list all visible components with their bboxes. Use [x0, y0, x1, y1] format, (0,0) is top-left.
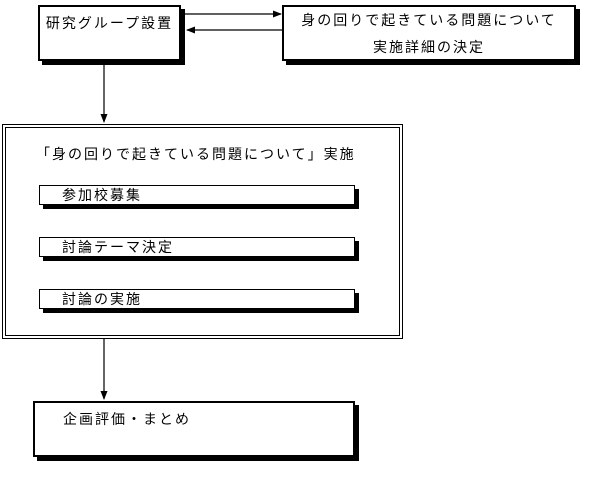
node-problem-details-label-line1: 身の回りで起きている問題について [301, 13, 557, 29]
node-implementation-container: 「身の回りで起きている問題について」実施 参加校募集 討論テーマ決定 討論の実施 [2, 124, 403, 339]
node-research-group-setup-label: 研究グループ設置 [45, 16, 174, 32]
step-label: 討論テーマ決定 [62, 240, 174, 256]
node-step-discussion-implementation: 討論の実施 [39, 289, 355, 309]
node-step-participant-school-recruitment: 参加校募集 [39, 185, 355, 205]
implementation-container-title: 「身の回りで起きている問題について」実施 [36, 147, 356, 163]
node-plan-evaluation-summary-label: 企画評価・まとめ [63, 412, 191, 428]
step-label: 参加校募集 [62, 188, 142, 204]
step-label: 討論の実施 [62, 292, 142, 308]
node-problem-details-label-line2: 実施詳細の決定 [373, 39, 485, 56]
node-step-discussion-theme-decision: 討論テーマ決定 [39, 237, 355, 257]
node-problem-details-decision: 身の回りで起きている問題について 実施詳細の決定 [282, 5, 576, 61]
node-plan-evaluation-summary: 企画評価・まとめ [33, 401, 355, 457]
node-research-group-setup: 研究グループ設置 [38, 5, 181, 61]
